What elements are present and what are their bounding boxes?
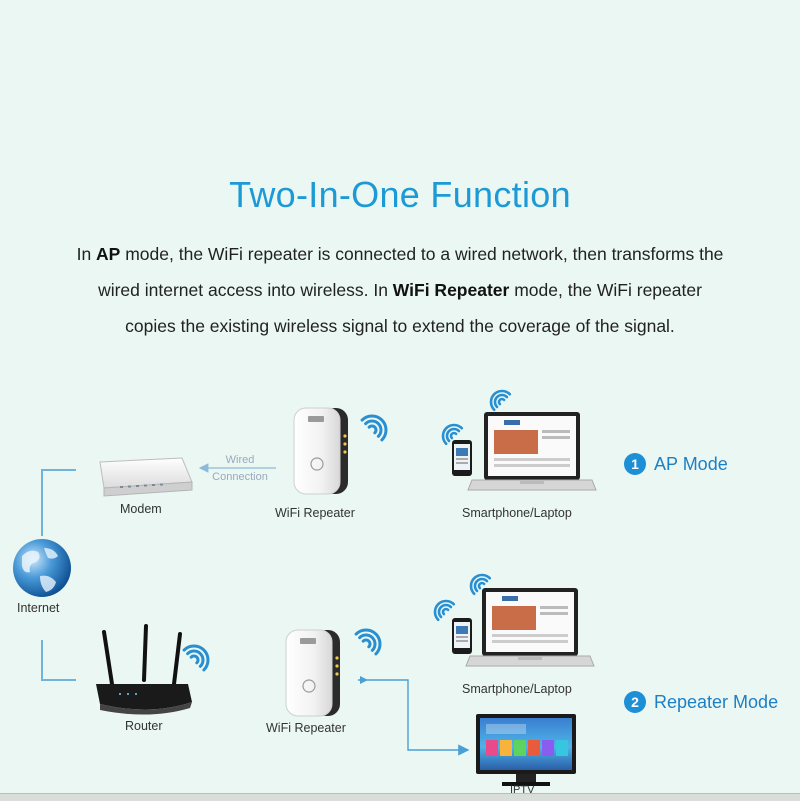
repeater-mode-heading: 2 Repeater Mode — [624, 691, 778, 713]
wifi-signal-icon — [360, 414, 388, 442]
repeater-tv-connector — [358, 679, 470, 756]
wifi-signal-icon — [433, 389, 512, 622]
bottom-divider — [0, 793, 800, 801]
repeater-mode-number-badge: 2 — [624, 691, 646, 713]
tv-icon — [476, 714, 576, 786]
device-label-ap: Smartphone/Laptop — [462, 506, 572, 520]
repeater-label-ap: WiFi Repeater — [275, 506, 355, 520]
page-title: Two-In-One Function — [229, 174, 571, 215]
smartphone-icon — [452, 618, 472, 654]
wifi-signal-icon — [182, 644, 210, 672]
router-icon — [96, 624, 192, 715]
globe-icon — [13, 539, 71, 597]
internet-label: Internet — [17, 601, 60, 615]
smartphone-icon — [452, 440, 472, 476]
wired-connection-label: Wired Connection — [212, 454, 268, 483]
description-line-2: wired internet access into wireless. In … — [98, 280, 702, 300]
device-label-rep: Smartphone/Laptop — [462, 682, 572, 696]
repeater-mode-label: Repeater Mode — [654, 691, 779, 712]
ap-mode-number-badge: 1 — [624, 453, 646, 475]
connector-lines — [41, 469, 76, 681]
description: In AP mode, the WiFi repeater is connect… — [0, 236, 800, 344]
description-line-1: In AP mode, the WiFi repeater is connect… — [76, 244, 724, 264]
router-label: Router — [125, 719, 163, 733]
description-line-3: copies the existing wireless signal to e… — [125, 316, 675, 336]
ap-mode-label: AP Mode — [654, 453, 728, 474]
repeater-label-rep: WiFi Repeater — [266, 721, 346, 735]
laptop-icon — [465, 588, 595, 667]
modem-icon — [99, 457, 193, 497]
wifi-signal-icon — [354, 628, 382, 656]
wifi-repeater-icon — [293, 407, 348, 495]
wifi-repeater-icon — [285, 629, 340, 717]
laptop-icon — [467, 412, 597, 491]
ap-mode-heading: 1 AP Mode — [624, 453, 728, 475]
modem-label: Modem — [120, 502, 162, 516]
